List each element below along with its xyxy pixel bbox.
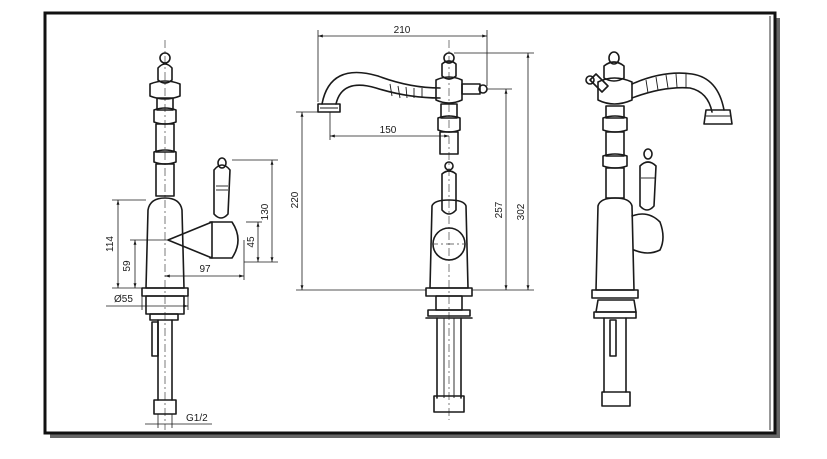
perspective-view <box>585 51 733 407</box>
persp-nut <box>593 311 637 319</box>
persp-finial-top <box>608 51 620 65</box>
drawing-border <box>43 11 777 435</box>
front-swivel-arm <box>461 83 481 95</box>
side-connector <box>153 399 177 415</box>
side-view: 114 59 97 130 45 Ø55 G1/2 <box>105 40 278 430</box>
front-column <box>439 131 459 155</box>
side-nut <box>149 313 179 321</box>
spout-hatch <box>389 83 423 99</box>
persp-lever-knob <box>643 148 653 160</box>
persp-swivel-end <box>585 75 595 85</box>
persp-body <box>595 197 635 291</box>
dim-59-label: 59 <box>122 260 133 272</box>
dim-thread-label: G1/2 <box>186 413 208 424</box>
side-column-lower <box>155 163 175 197</box>
persp-aerator <box>703 109 733 125</box>
persp-base <box>591 289 639 299</box>
persp-spout-hatch <box>645 73 687 94</box>
persp-hose <box>609 319 617 357</box>
side-finial-top <box>159 52 171 64</box>
persp-column-upper <box>605 131 625 157</box>
persp-spout-outer <box>631 72 725 111</box>
persp-lever-handle <box>639 161 657 211</box>
front-lever-knob <box>444 161 454 171</box>
front-body <box>429 199 469 289</box>
dim-130-label: 130 <box>260 203 271 220</box>
front-neck <box>440 103 458 119</box>
front-lever-handle <box>441 170 457 215</box>
front-nut <box>427 309 471 317</box>
persp-spout-inner <box>631 86 713 113</box>
dim-55-label: Ø55 <box>114 294 133 305</box>
persp-lever-hub <box>631 213 664 254</box>
dim-97-label: 97 <box>199 264 211 275</box>
dim-210-label: 210 <box>394 25 411 36</box>
persp-neck <box>605 105 625 119</box>
front-finial-top <box>443 52 455 64</box>
side-lever-cone <box>167 221 213 259</box>
side-column-upper <box>155 123 175 153</box>
side-lever-hub <box>209 221 239 259</box>
dim-45-label: 45 <box>246 236 257 248</box>
side-body <box>145 197 185 289</box>
spout-outer <box>321 71 441 105</box>
dim-257-label: 257 <box>494 201 505 218</box>
front-view: 210 150 220 257 302 <box>290 25 534 420</box>
dim-150-label: 150 <box>380 125 397 136</box>
side-lever-knob <box>217 157 227 169</box>
dim-220-label: 220 <box>290 191 301 208</box>
front-connector <box>433 395 465 413</box>
persp-swivel-ball <box>597 77 633 105</box>
dim-114-label: 114 <box>105 236 116 252</box>
front-swivel-ball <box>435 76 463 104</box>
side-lever-handle <box>213 164 231 219</box>
side-neck <box>156 97 174 111</box>
persp-connector <box>601 391 631 407</box>
dim-302-label: 302 <box>516 203 527 220</box>
persp-finial-knob <box>603 61 625 82</box>
spout-aerator <box>317 103 341 113</box>
side-hose <box>151 321 159 357</box>
